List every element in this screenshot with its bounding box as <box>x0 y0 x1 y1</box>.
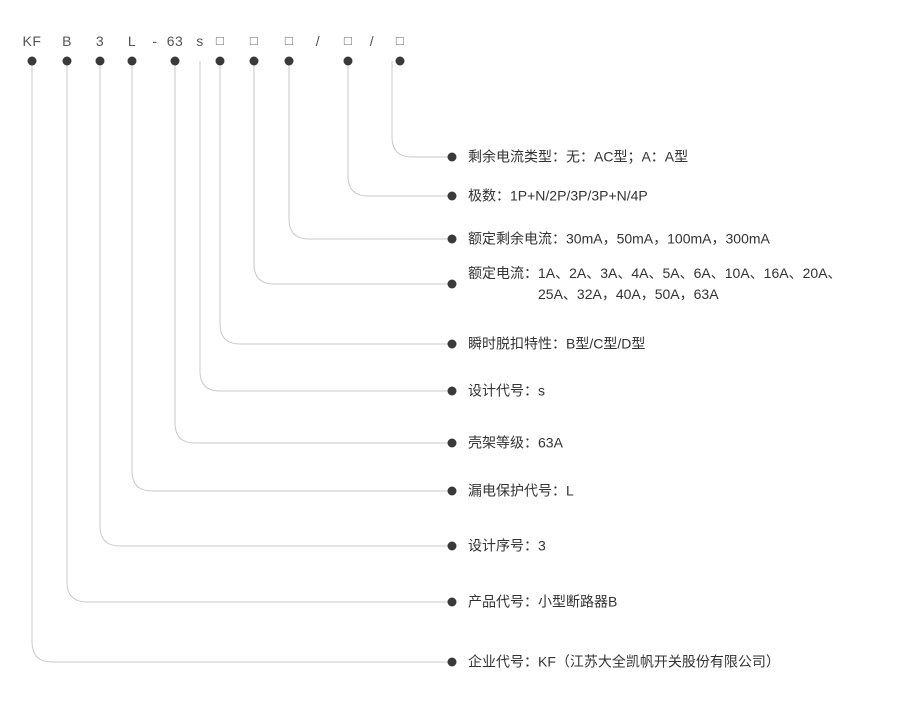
callout-label-rated-residual-current: 额定剩余电流：30mA，50mA，100mA，300mA <box>468 229 770 250</box>
code-node-dot-1 <box>62 56 72 66</box>
callout-text-instantaneous-trip-characteristic: 瞬时脱扣特性：B型/C型/D型 <box>468 335 646 352</box>
code-token-10: / <box>315 33 321 49</box>
code-token-5: 63 <box>166 33 184 49</box>
callout-label-frame-rating: 壳架等级：63A <box>468 433 563 454</box>
code-token-2: 3 <box>95 33 105 49</box>
callout-bullet-product-code <box>447 597 457 607</box>
callout-bullet-design-code <box>447 386 457 396</box>
callout-label-design-code: 设计代号：s <box>468 381 545 402</box>
callout-text-rated-residual-current: 额定剩余电流：30mA，50mA，100mA，300mA <box>468 230 770 247</box>
callout-text-residual-current-type: 剩余电流类型：无：AC型；A：A型 <box>468 148 689 165</box>
callout-text-rated-current: 额定电流：1A、2A、3A、4A、5A、6A、10A、16A、20A、 <box>468 265 842 281</box>
code-token-7: □ <box>215 33 225 48</box>
callout-text-continued-rated-current: 25A、32A，40A，50A，63A <box>538 286 719 302</box>
callout-label-design-serial-number: 设计序号：3 <box>468 536 546 557</box>
code-token-1: B <box>62 33 72 49</box>
connector-earth-leakage-protection-code <box>131 61 448 492</box>
callout-label-rated-current: 额定电流：1A、2A、3A、4A、5A、6A、10A、16A、20A、 25A、3… <box>468 263 841 305</box>
callout-text-number-of-poles: 极数：1P+N/2P/3P/3P+N/4P <box>468 187 648 204</box>
callout-text-frame-rating: 壳架等级：63A <box>468 434 563 451</box>
callout-bullet-residual-current-type <box>447 152 457 162</box>
callout-bullet-instantaneous-trip-characteristic <box>447 339 457 349</box>
callout-label-enterprise-code: 企业代号：KF（江苏大全凯帆开关股份有限公司） <box>468 652 780 673</box>
connector-rated-current <box>253 61 448 285</box>
connector-instantaneous-trip-characteristic <box>219 61 448 345</box>
callout-text-design-serial-number: 设计序号：3 <box>468 537 546 554</box>
code-node-dot-3 <box>127 56 137 66</box>
callout-bullet-earth-leakage-protection-code <box>447 486 457 496</box>
code-token-12: / <box>369 33 375 49</box>
connector-rated-residual-current <box>288 61 448 240</box>
callout-text-earth-leakage-protection-code: 漏电保护代号：L <box>468 482 574 499</box>
callout-text-enterprise-code: 企业代号：KF（江苏大全凯帆开关股份有限公司） <box>468 653 780 670</box>
code-node-dot-13 <box>395 56 405 66</box>
code-node-dot-8 <box>249 56 259 66</box>
code-token-3: L <box>127 33 137 49</box>
connector-residual-current-type <box>391 61 448 158</box>
callout-label-earth-leakage-protection-code: 漏电保护代号：L <box>468 481 574 502</box>
callout-label-number-of-poles: 极数：1P+N/2P/3P/3P+N/4P <box>468 186 648 207</box>
callout-bullet-design-serial-number <box>447 541 457 551</box>
callout-bullet-enterprise-code <box>447 657 457 667</box>
code-token-0: KF <box>22 33 42 49</box>
connector-product-code <box>66 61 448 603</box>
connector-number-of-poles <box>347 61 448 197</box>
connector-enterprise-code <box>31 61 448 663</box>
callout-bullet-number-of-poles <box>447 191 457 201</box>
code-node-dot-9 <box>284 56 294 66</box>
callout-bullet-rated-current <box>447 279 457 289</box>
code-node-dot-2 <box>95 56 105 66</box>
code-token-13: □ <box>395 33 405 48</box>
code-token-9: □ <box>284 33 294 48</box>
connector-design-serial-number <box>99 61 448 547</box>
callout-text-design-code: 设计代号：s <box>468 382 545 399</box>
callout-label-product-code: 产品代号：小型断路器B <box>468 592 617 613</box>
code-token-6: s <box>196 33 204 49</box>
code-token-11: □ <box>343 33 353 48</box>
code-node-dot-7 <box>215 56 225 66</box>
code-token-4: - <box>152 33 158 49</box>
code-node-dot-11 <box>343 56 353 66</box>
callout-text-product-code: 产品代号：小型断路器B <box>468 593 618 610</box>
callout-bullet-rated-residual-current <box>447 234 457 244</box>
code-node-dot-5 <box>170 56 180 66</box>
connector-design-code <box>199 61 448 392</box>
callout-label-residual-current-type: 剩余电流类型：无：AC型；A：A型 <box>468 147 688 168</box>
connector-frame-rating <box>174 61 448 444</box>
callout-bullet-frame-rating <box>447 438 457 448</box>
code-token-8: □ <box>249 33 259 48</box>
callout-label-instantaneous-trip-characteristic: 瞬时脱扣特性：B型/C型/D型 <box>468 334 645 355</box>
model-code-row: KF B 3 L-63 s □ □ □ / □ / □ <box>0 0 900 70</box>
code-node-dot-0 <box>27 56 37 66</box>
